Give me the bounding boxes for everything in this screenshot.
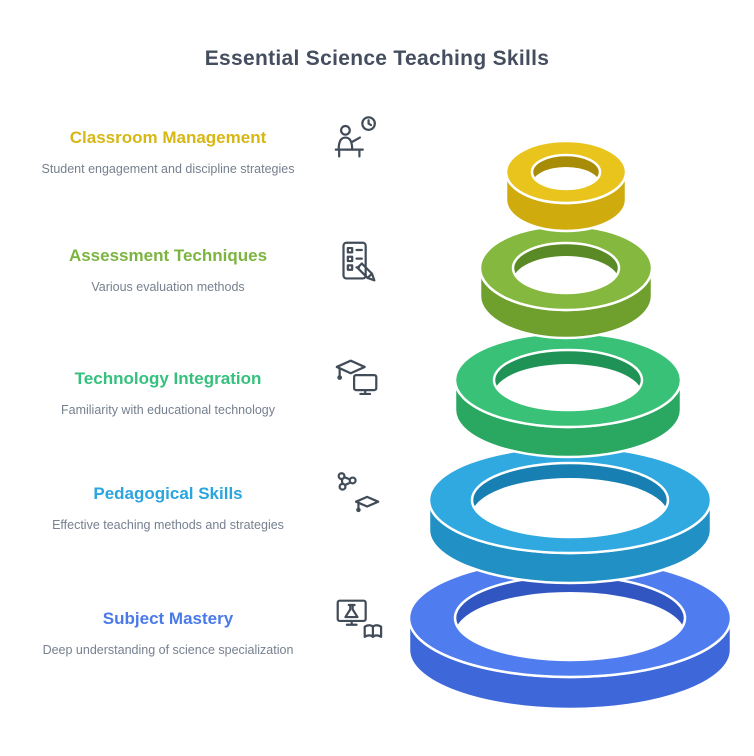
skill-label: Assessment Techniques xyxy=(68,246,268,265)
skill-item-assessment-techniques: Assessment Techniques Various evaluation… xyxy=(22,246,314,297)
diagram-title: Essential Science Teaching Skills xyxy=(204,47,550,70)
science-monitor-book-icon xyxy=(330,592,386,648)
skill-item-pedagogical-skills: Pedagogical Skills Effective teaching me… xyxy=(22,484,314,535)
skill-description: Familiarity with educational technology xyxy=(61,403,275,417)
teacher-desk-icon xyxy=(330,112,386,168)
skill-label: Pedagogical Skills xyxy=(93,484,243,503)
checklist-pencil-icon xyxy=(330,236,386,292)
skill-description: Student engagement and discipline strate… xyxy=(41,162,295,176)
ring-technology-integration xyxy=(453,331,683,459)
molecule-cap-icon xyxy=(330,466,386,522)
ring-classroom-management xyxy=(504,139,628,233)
graduation-monitor-icon xyxy=(330,352,386,408)
skill-description: Deep understanding of science specializa… xyxy=(42,643,294,657)
skill-item-subject-mastery: Subject Mastery Deep understanding of sc… xyxy=(22,609,314,660)
skill-label: Classroom Management xyxy=(69,128,267,147)
skill-label: Technology Integration xyxy=(74,369,262,388)
skill-item-technology-integration: Technology Integration Familiarity with … xyxy=(22,369,314,420)
ring-assessment-techniques xyxy=(478,224,654,340)
skill-item-classroom-management: Classroom Management Student engagement … xyxy=(22,128,314,179)
skill-label: Subject Mastery xyxy=(102,609,234,628)
skill-description: Various evaluation methods xyxy=(91,280,245,294)
ring-pedagogical-skills xyxy=(427,445,713,585)
ring-subject-mastery xyxy=(407,557,733,711)
skill-description: Effective teaching methods and strategie… xyxy=(52,518,284,532)
